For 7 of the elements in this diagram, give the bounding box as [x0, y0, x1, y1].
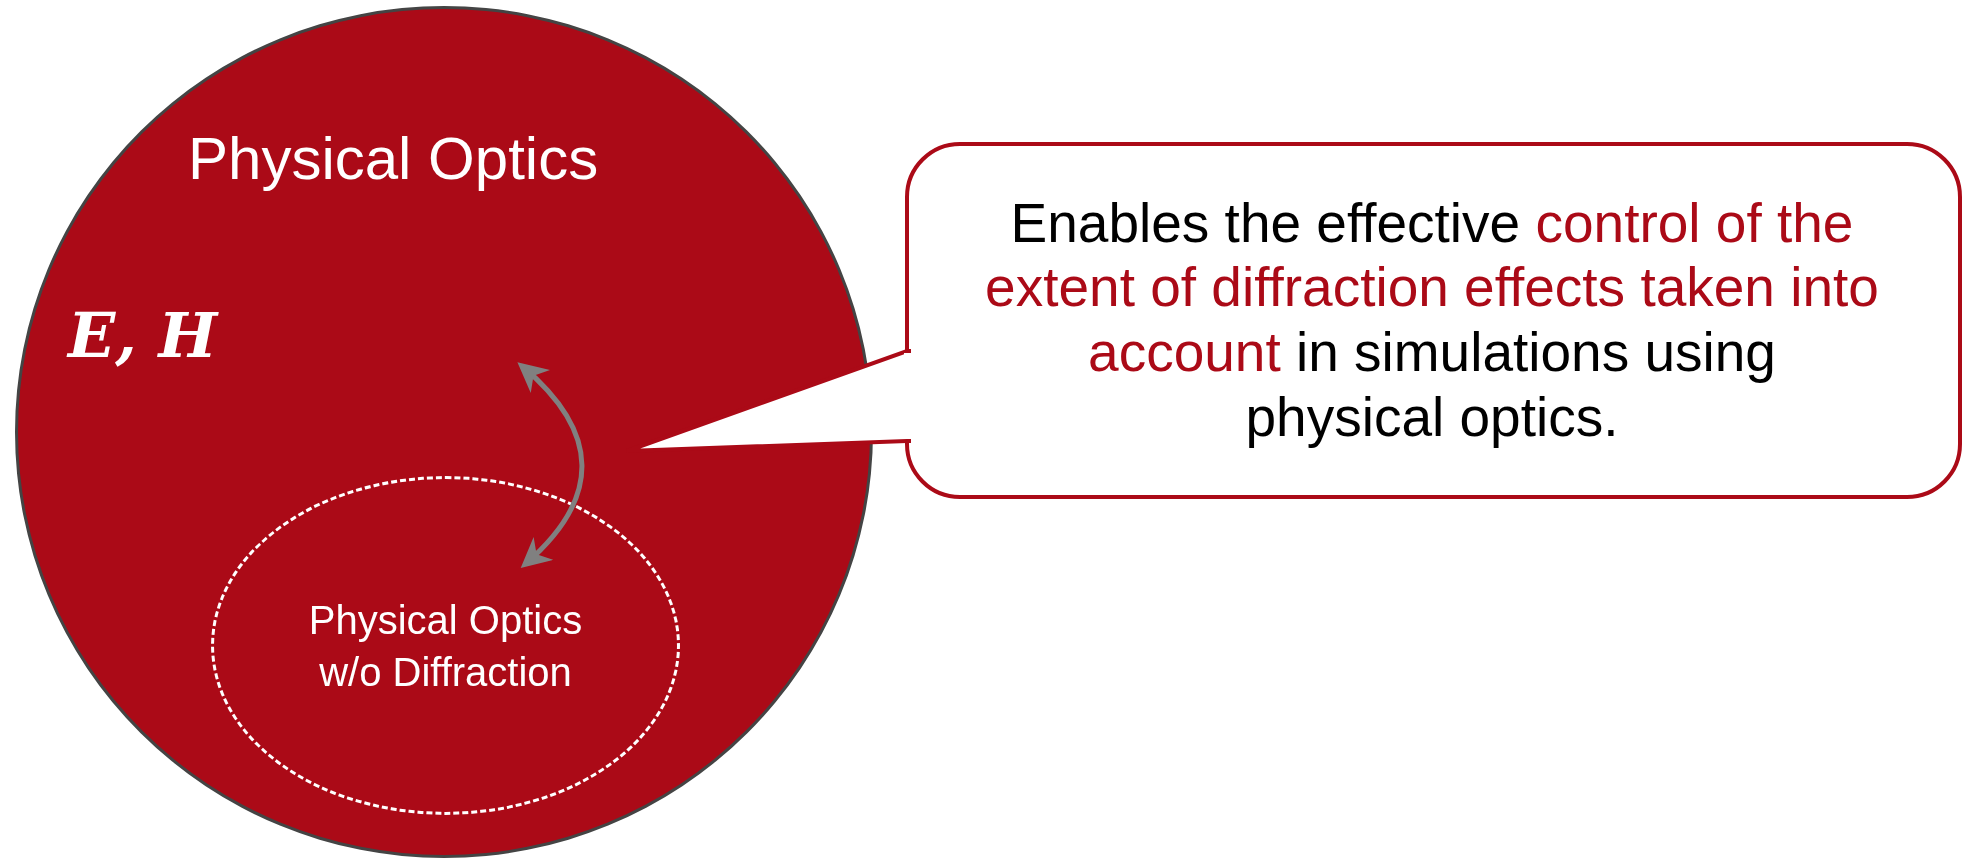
region-title: Physical Optics [188, 124, 599, 193]
math-symbol: E, H [68, 299, 217, 372]
region-label: Physical Optics w/o Diffraction [307, 596, 584, 696]
double-arrow [517, 361, 585, 569]
speech-bubble [905, 142, 1962, 499]
dashed-ellipse-region [211, 476, 680, 815]
callout-text: Enables the effective control of the extent of diffraction effects taken into account in simulations using physical optics. [984, 190, 1880, 451]
